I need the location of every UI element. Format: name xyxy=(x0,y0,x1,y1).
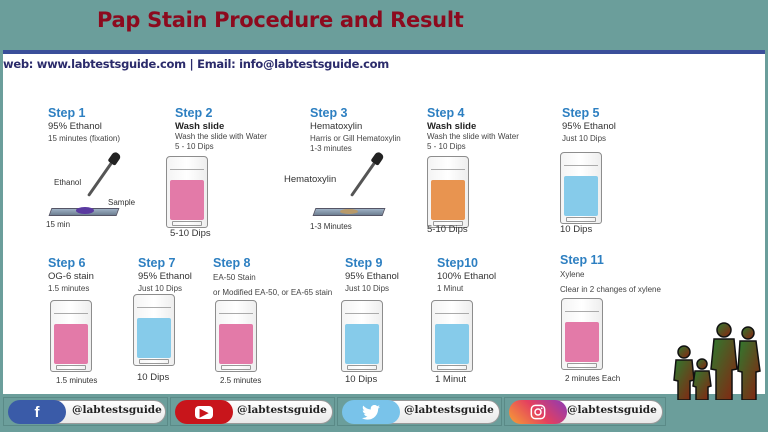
staining-jar-orange xyxy=(427,156,469,228)
jar-caption: 10 Dips xyxy=(137,372,170,383)
social-handle: @labtestsguide xyxy=(237,404,327,416)
jar-caption: 1 Minut xyxy=(435,374,467,385)
twitter-icon xyxy=(342,400,400,424)
step-heading: Step 2 xyxy=(175,106,213,120)
ethanol-label: Ethanol xyxy=(54,178,82,187)
staining-jar-pink xyxy=(166,156,208,228)
step3-time-label: 1-3 Minutes xyxy=(310,222,352,231)
step-heading: Step 4 xyxy=(427,106,465,120)
step-heading: Step 5 xyxy=(562,106,600,120)
divider xyxy=(3,50,765,54)
social-handle: @labtestsguide xyxy=(72,404,162,416)
step-detail: 1-3 minutes xyxy=(310,144,352,153)
step-heading: Step 1 xyxy=(48,106,86,120)
step-heading: Step10 xyxy=(437,256,478,270)
sample-label: Sample xyxy=(108,198,136,207)
staining-jar-pink xyxy=(50,300,92,372)
step-detail: 1 Minut xyxy=(437,284,464,293)
step-reagent: Wash slide xyxy=(427,121,477,132)
step-5: Step 5 95% Ethanol Just 10 Dips xyxy=(562,106,616,144)
step-heading: Step 11 xyxy=(560,253,604,267)
step-heading: Step 7 xyxy=(138,256,176,270)
step-reagent: EA-50 Stain xyxy=(213,273,256,282)
step-7: Step 7 95% Ethanol Just 10 Dips xyxy=(138,256,192,294)
step-detail: Harris or Gill Hematoxylin xyxy=(310,134,401,143)
social-instagram[interactable]: @labtestsguide xyxy=(504,397,666,426)
step-detail: Wash the slide with Water xyxy=(175,132,267,141)
step-heading: Step 9 xyxy=(345,256,383,270)
social-handle: @labtestsguide xyxy=(404,404,494,416)
step-detail: 1.5 minutes xyxy=(48,284,90,293)
step-reagent: 100% Ethanol xyxy=(437,271,497,282)
page-title: Pap Stain Procedure and Result xyxy=(97,8,464,32)
sample-smear xyxy=(340,209,358,214)
step-reagent: 95% Ethanol xyxy=(345,271,399,282)
step-detail: or Modified EA-50, or EA-65 stain xyxy=(213,288,333,297)
step-detail: 5 - 10 Dips xyxy=(175,142,214,151)
step-heading: Step 6 xyxy=(48,256,86,270)
step-2: Step 2 Wash slide Wash the slide with Wa… xyxy=(175,106,267,152)
facebook-icon: f xyxy=(8,400,66,424)
jar-caption: 5-10 Dips xyxy=(170,228,211,239)
step-10: Step10 100% Ethanol 1 Minut xyxy=(437,256,496,294)
step-1: Step 1 95% Ethanol 15 minutes (fixation) xyxy=(48,106,120,144)
staining-jar-blue xyxy=(431,300,473,372)
jar-caption: 10 Dips xyxy=(345,374,378,385)
social-facebook[interactable]: f @labtestsguide xyxy=(3,397,168,426)
social-handle: @labtestsguide xyxy=(567,404,657,416)
hematoxylin-label: Hematoxylin xyxy=(284,174,337,185)
content-panel xyxy=(3,54,765,394)
step-heading: Step 8 xyxy=(213,256,251,270)
step-reagent: Wash slide xyxy=(175,121,225,132)
social-youtube[interactable]: ▶ @labtestsguide xyxy=(170,397,335,426)
staining-jar-pink xyxy=(561,298,603,370)
sample-smear xyxy=(76,207,94,214)
step-6: Step 6 OG-6 stain 1.5 minutes xyxy=(48,256,94,294)
instagram-icon xyxy=(509,400,567,424)
step-reagent: OG-6 stain xyxy=(48,271,94,282)
step1-time-label: 15 min xyxy=(46,220,71,229)
step-detail: Wash the slide with Water xyxy=(427,132,519,141)
staining-jar-blue xyxy=(560,152,602,224)
staining-jar-blue xyxy=(341,300,383,372)
staining-jar-pink xyxy=(215,300,257,372)
staining-jar-blue xyxy=(133,294,175,366)
step-detail: Just 10 Dips xyxy=(345,284,390,293)
jar-caption: 1.5 minutes xyxy=(56,376,98,385)
step-detail: Clear in 2 changes of xylene xyxy=(560,285,661,294)
step-detail: 15 minutes (fixation) xyxy=(48,134,121,143)
step-reagent: 95% Ethanol xyxy=(562,121,616,132)
jar-caption: 2 minutes Each xyxy=(565,374,621,383)
social-twitter[interactable]: @labtestsguide xyxy=(337,397,502,426)
step-3: Step 3 Hematoxylin Harris or Gill Hemato… xyxy=(310,106,401,154)
jar-caption: 5-10 Dips xyxy=(427,224,468,235)
step-reagent: 95% Ethanol xyxy=(138,271,192,282)
jar-caption: 10 Dips xyxy=(560,224,593,235)
step-9: Step 9 95% Ethanol Just 10 Dips xyxy=(345,256,399,294)
family-logo-icon xyxy=(673,322,761,400)
step-detail: 5 - 10 Dips xyxy=(427,142,466,151)
step-reagent: Xylene xyxy=(560,270,585,279)
contact-line: web: www.labtestsguide.com | Email: info… xyxy=(3,57,389,71)
jar-caption: 2.5 minutes xyxy=(220,376,262,385)
step-detail: Just 10 Dips xyxy=(138,284,183,293)
step-detail: Just 10 Dips xyxy=(562,134,607,143)
step-8: Step 8 EA-50 Stain or Modified EA-50, or… xyxy=(213,256,332,298)
step-heading: Step 3 xyxy=(310,106,348,120)
step-4: Step 4 Wash slide Wash the slide with Wa… xyxy=(427,106,519,152)
step-11: Step 11 Xylene Clear in 2 changes of xyl… xyxy=(560,253,661,295)
step-reagent: 95% Ethanol xyxy=(48,121,102,132)
youtube-icon: ▶ xyxy=(175,400,233,424)
step-reagent: Hematoxylin xyxy=(310,121,363,132)
